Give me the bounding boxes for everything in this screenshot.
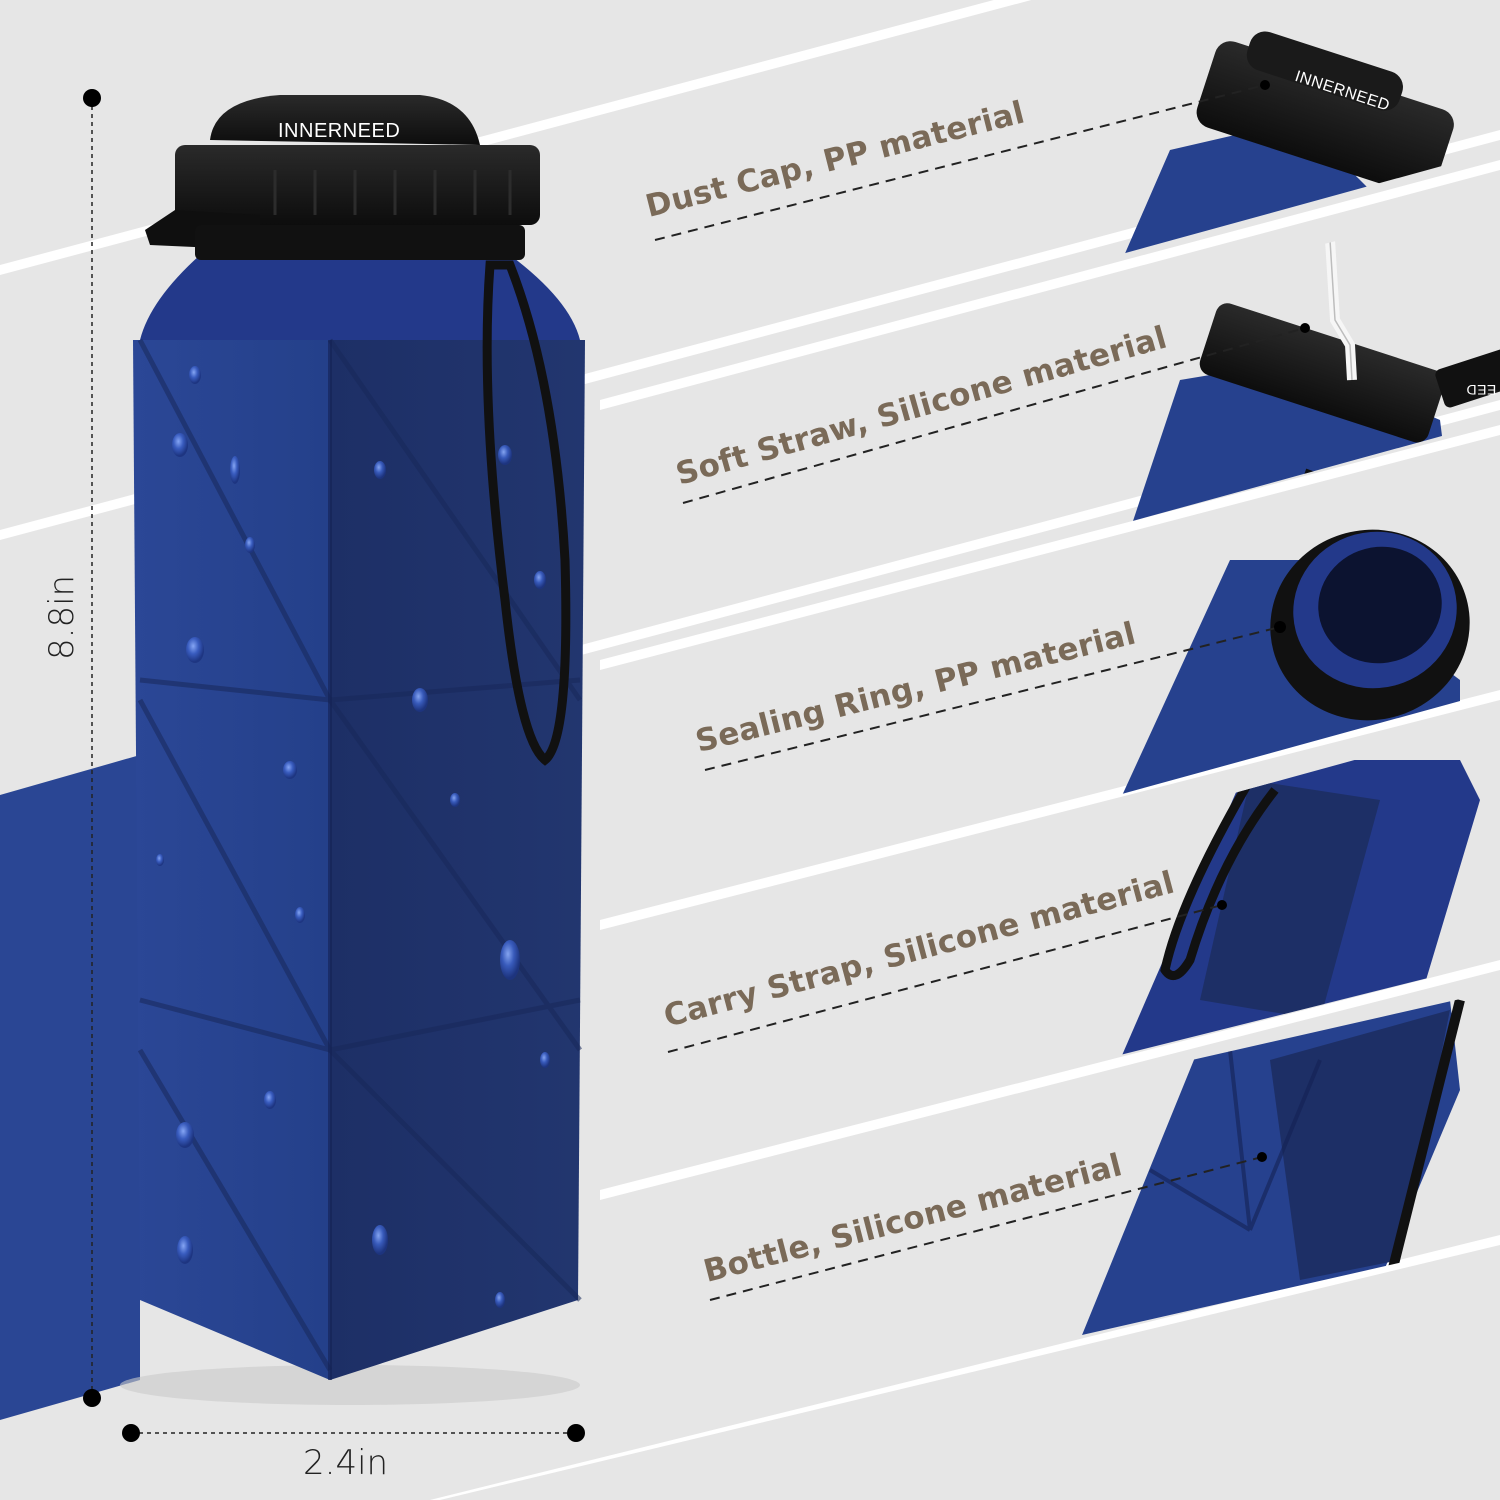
detail-straw-lid-brand-text: EED [1466, 382, 1497, 398]
main-bottle [120, 95, 585, 1405]
accent-block [0, 755, 140, 1420]
width-dimension-label: 2.4in [303, 1443, 389, 1483]
cap-brand-text: INNERNEED [278, 120, 401, 142]
detail-carry-strap [1120, 760, 1480, 1060]
height-dimension-line [83, 89, 101, 1407]
callout-dots [1217, 80, 1310, 1162]
detail-dust-cap [1120, 31, 1454, 260]
width-dimension-line [122, 1424, 585, 1442]
height-dimension-label: 8.8in [42, 574, 82, 660]
callout-leaders [654, 84, 1306, 1301]
detail-soft-straw [1130, 239, 1500, 530]
detail-bottle [1080, 998, 1465, 1340]
